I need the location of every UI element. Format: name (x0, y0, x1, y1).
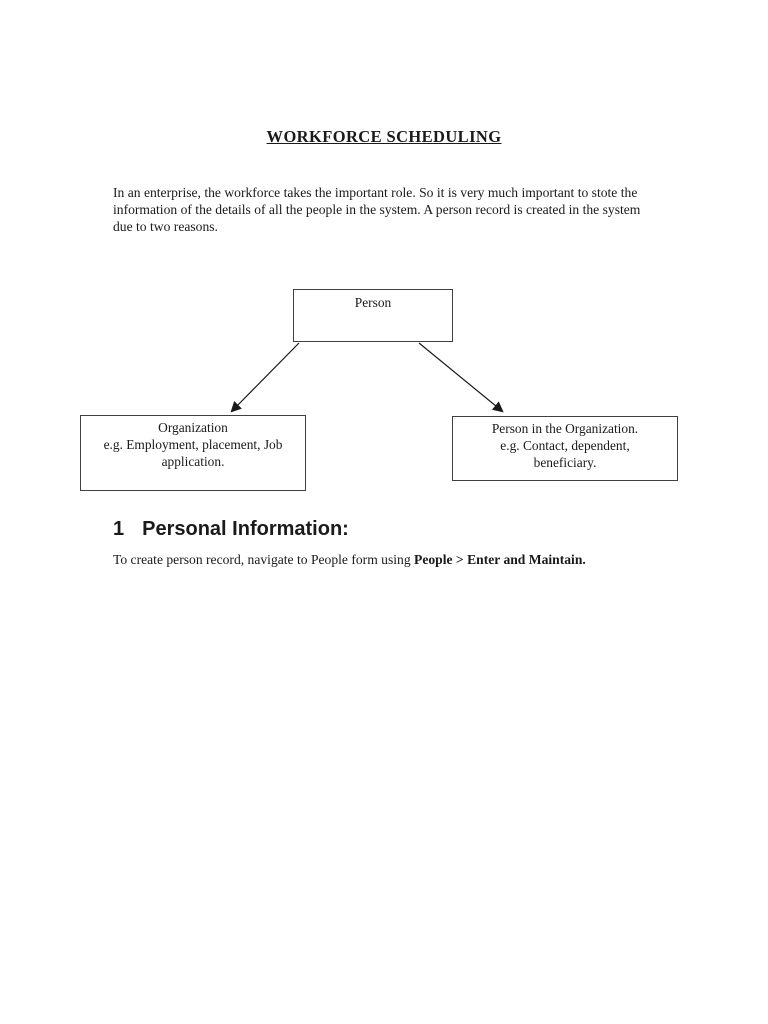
section-body-paragraph: To create person record, navigate to Peo… (113, 551, 673, 568)
diagram-box-organization: Organization e.g. Employment, placement,… (80, 415, 306, 491)
section-number: 1 (113, 518, 125, 540)
arrow-person-to-organization (230, 342, 300, 413)
section-body-bold-text: People > Enter and Maintain. (414, 552, 586, 567)
diagram-box-organization-line3: application. (161, 454, 225, 469)
diagram-box-person: Person (293, 289, 453, 342)
diagram-box-person-in-organization-line1: Person in the Organization. (491, 421, 639, 436)
document-title: WORKFORCE SCHEDULING (266, 127, 502, 146)
diagram-box-person-in-organization-line3: beneficiary. (533, 455, 597, 470)
section-heading-text: Personal Information: (142, 518, 349, 540)
diagram-box-person-in-organization-line2: e.g. Contact, dependent, (500, 438, 630, 453)
diagram-box-organization-line2: e.g. Employment, placement, Job (103, 437, 283, 452)
section-body-regular-text: To create person record, navigate to Peo… (113, 552, 415, 567)
intro-paragraph: In an enterprise, the workforce takes th… (113, 185, 641, 235)
section-heading: 1 Personal Information: (113, 517, 349, 541)
diagram-box-person-label: Person (354, 295, 392, 310)
arrow-person-to-person-in-organization (418, 342, 504, 413)
diagram-box-person-in-organization: Person in the Organization. e.g. Contact… (452, 416, 678, 481)
diagram-box-organization-line1: Organization (158, 420, 228, 435)
